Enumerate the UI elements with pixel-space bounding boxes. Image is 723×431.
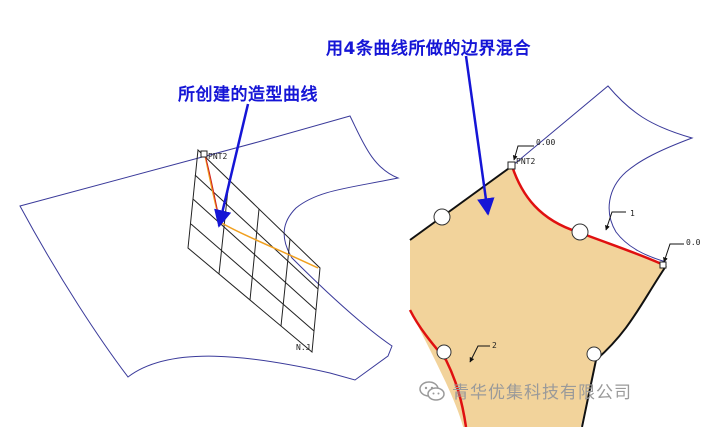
left-model: PNT2 N.J — [19, 103, 400, 381]
dim-leader-2 — [469, 345, 490, 363]
dim-label-right: 0.0 — [686, 238, 701, 247]
blend-handle-right[interactable] — [571, 223, 589, 241]
watermark-text: 青华优集科技有限公司 — [452, 383, 632, 403]
blend-handle-bottom-right[interactable] — [586, 346, 602, 362]
right-surface-outline — [511, 85, 694, 263]
boundary-curve-lower — [408, 309, 468, 428]
callout-arrow-left — [214, 103, 250, 228]
dim-label-top: 0.00 — [536, 138, 555, 147]
boundary-blend-surface — [410, 166, 666, 430]
sketch-grid — [187, 148, 321, 353]
point-marker-top — [507, 161, 516, 170]
pnt-label-left: PNT2 — [208, 152, 227, 161]
point-marker-right — [659, 261, 667, 269]
pnt-label-right: PNT2 — [516, 157, 535, 166]
blend-handle-bottom-left[interactable] — [436, 344, 452, 360]
callout-arrow-right — [464, 55, 495, 216]
watermark: 青华优集科技有限公司 — [418, 378, 632, 403]
dim-leader-top — [512, 145, 534, 161]
boundary-curve-top — [409, 165, 513, 241]
grid-corner-label: N.J — [296, 343, 310, 352]
blend-handle-left[interactable] — [433, 208, 451, 226]
callout-style-curve: 所创建的造型曲线 — [178, 85, 318, 105]
dim-leader-right — [663, 243, 684, 263]
point-marker — [200, 150, 208, 158]
right-model: 0.00 PNT2 0.0 1 2 — [408, 55, 701, 430]
wechat-icon — [419, 380, 445, 401]
left-surface-outline — [19, 115, 400, 381]
callout-boundary-blend: 用4条曲线所做的边界混合 — [326, 39, 531, 59]
curve-mark-2: 2 — [492, 341, 497, 350]
curve-mark-1: 1 — [630, 209, 635, 218]
dim-leader-1 — [605, 211, 626, 231]
